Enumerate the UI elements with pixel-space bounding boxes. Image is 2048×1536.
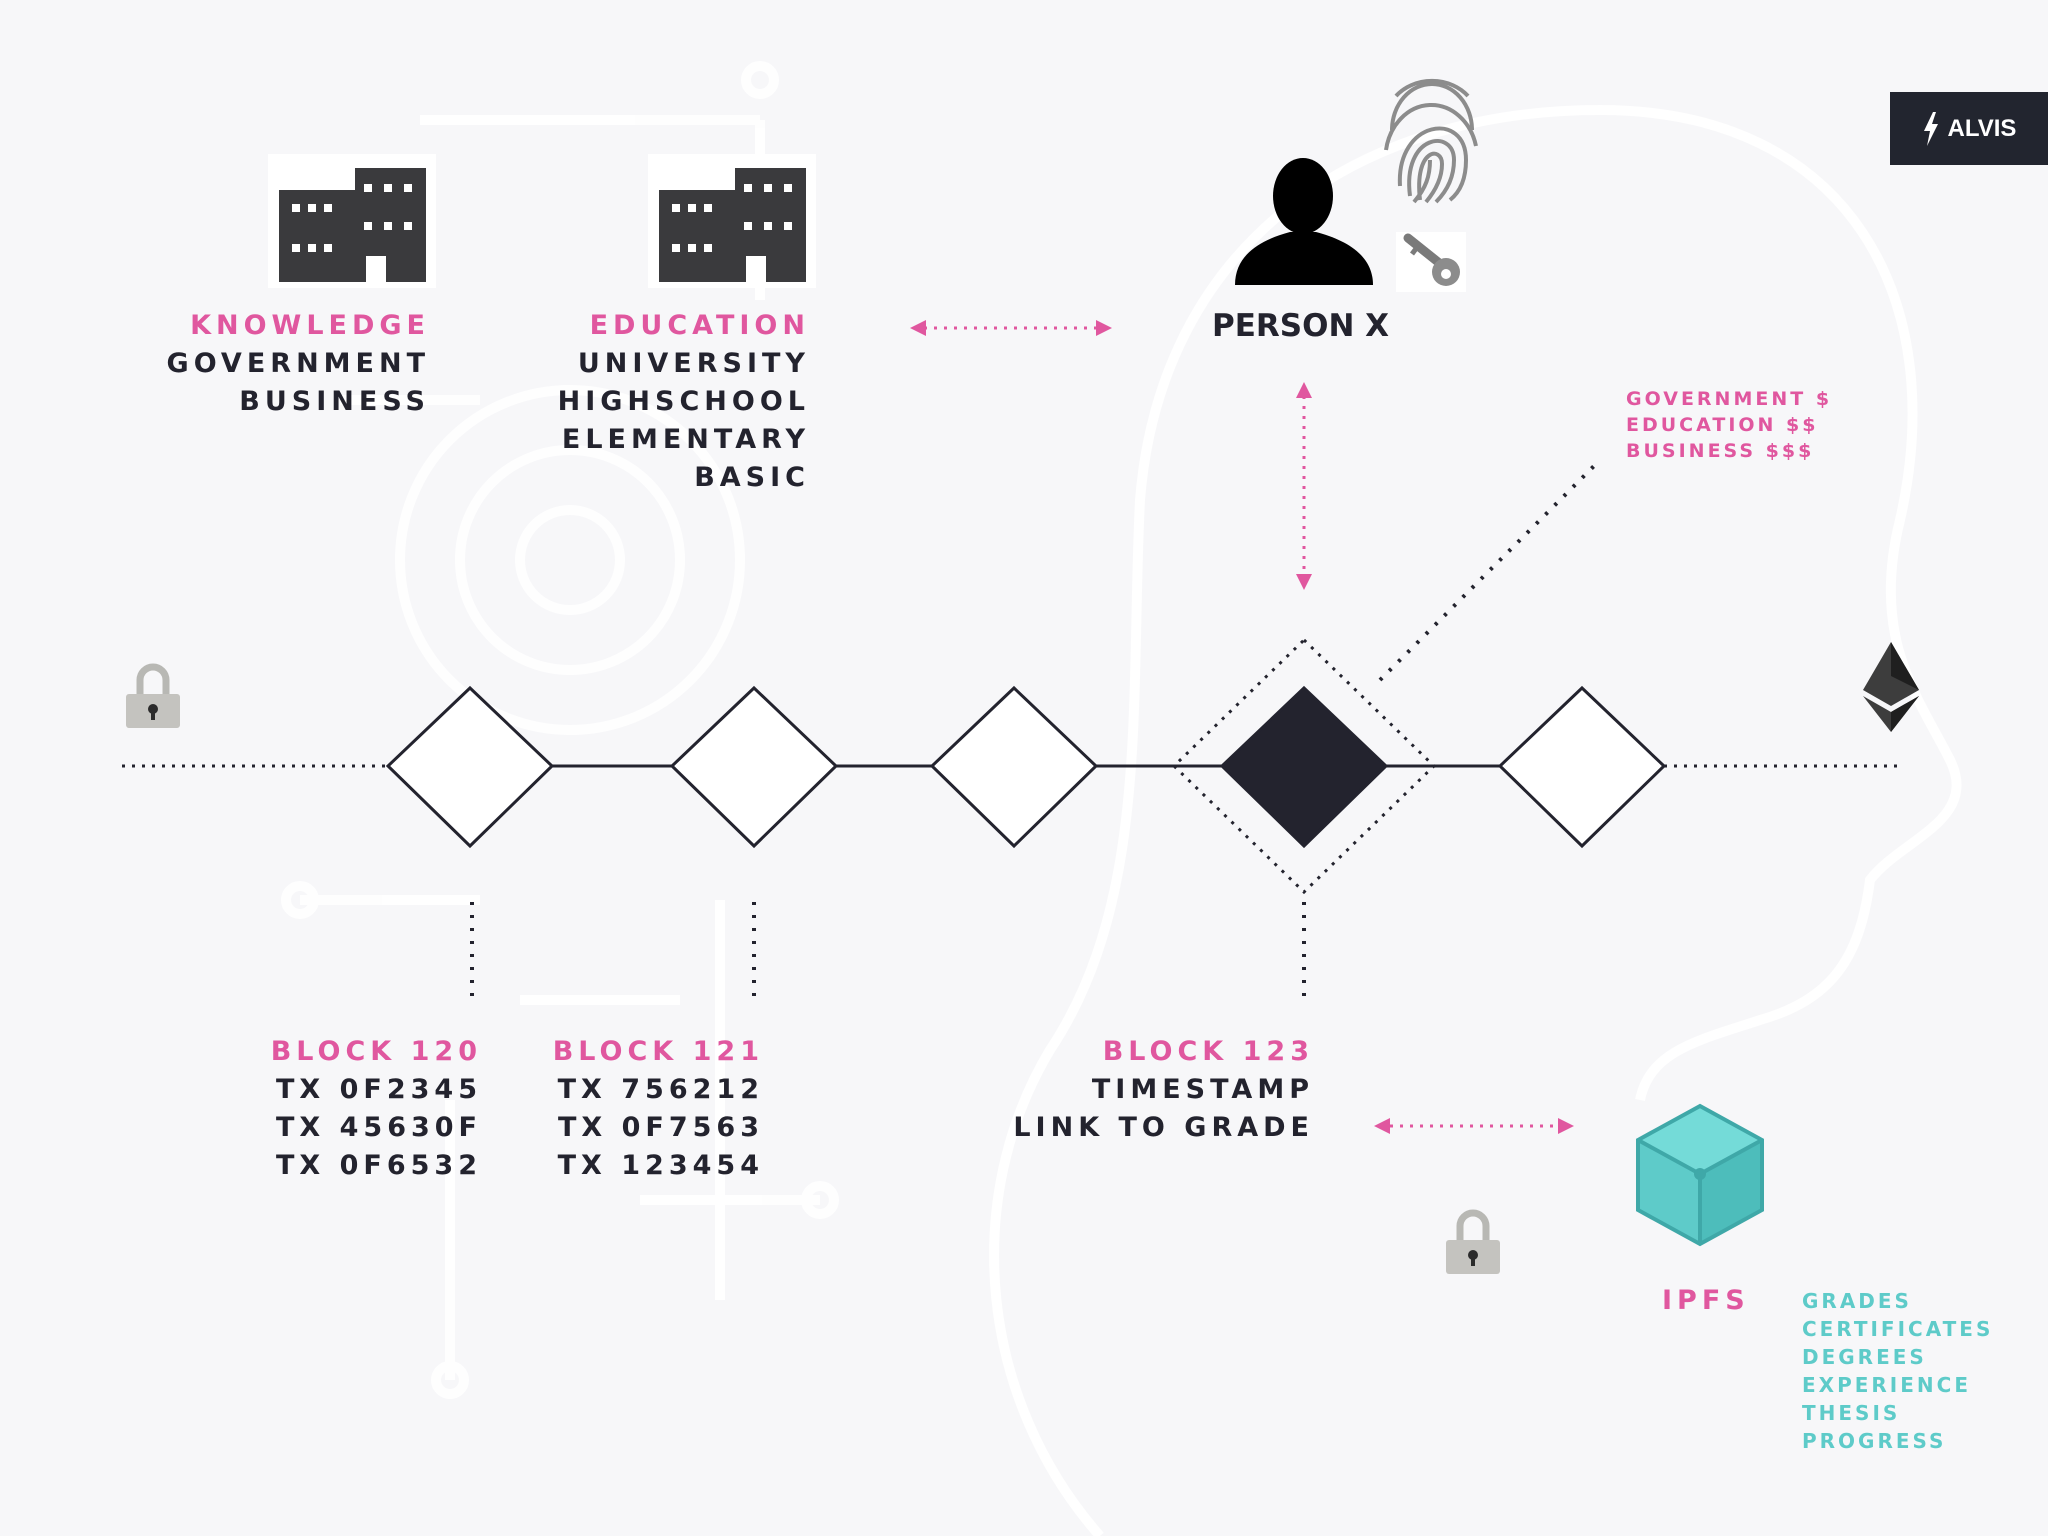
block-node [1497,685,1667,849]
fingerprint-icon [1384,78,1478,204]
block-tx: TX 0F2345 [275,1074,482,1105]
ipfs-item: CERTIFICATES [1802,1317,1994,1341]
pink-arrow-lines [924,326,1556,1128]
ipfs-item: PROGRESS [1802,1429,1947,1453]
ipfs-item: DEGREES [1802,1345,1927,1369]
key-icon [1396,232,1466,292]
knowledge-group: KNOWLEDGE GOVERNMENT BUSINESS [150,307,430,421]
ipfs-cube-icon [1636,1103,1764,1247]
funding-list: GOVERNMENT $ EDUCATION $$ BUSINESS $$$ [1626,386,1832,464]
block-title: BLOCK 121 [552,1036,764,1067]
pink-arrow-heads [910,320,1574,1134]
funding-item: EDUCATION $$ [1626,414,1819,436]
person-icon [1235,158,1373,285]
person-label: PERSON X [1212,308,1390,344]
knowledge-item: GOVERNMENT [166,348,430,379]
education-title: EDUCATION [589,310,810,341]
padlock-icon-left [126,663,180,728]
block-info-123: BLOCK 123 TIMESTAMP LINK TO GRADE [1000,1033,1314,1147]
block-tx: TX 45630F [275,1112,482,1143]
block-info-121: BLOCK 121 TX 756212 TX 0F7563 TX 123454 [540,1033,764,1185]
ipfs-item: GRADES [1802,1289,1912,1313]
ipfs-list: GRADES CERTIFICATES DEGREES EXPERIENCE T… [1802,1287,1993,1455]
building-icon-education [648,154,816,288]
ipfs-label: IPFS [1662,1285,1750,1316]
ethereum-icon [1863,642,1919,732]
block-tx: TX 0F7563 [557,1112,764,1143]
education-item: BASIC [694,462,810,493]
education-group: EDUCATION UNIVERSITY HIGHSCHOOL ELEMENTA… [540,307,810,497]
ipfs-item: EXPERIENCE [1802,1373,1971,1397]
block-info-120: BLOCK 120 TX 0F2345 TX 45630F TX 0F6532 [260,1033,482,1185]
education-item: ELEMENTARY [561,424,810,455]
block-title: BLOCK 120 [270,1036,482,1067]
block-detail: LINK TO GRADE [1013,1112,1314,1143]
funding-item: GOVERNMENT $ [1626,388,1833,410]
education-item: HIGHSCHOOL [557,386,810,417]
building-icon-knowledge [268,154,436,288]
education-item: UNIVERSITY [577,348,810,379]
block-tx: TX 0F6532 [275,1150,482,1181]
block-node [929,685,1099,849]
padlock-icon-right [1446,1209,1500,1274]
brand-label: ALVIS [1947,114,2017,142]
block-title: BLOCK 123 [1102,1036,1314,1067]
bolt-icon [1923,111,1938,146]
block-node [385,685,555,849]
block-detail: TIMESTAMP [1091,1074,1314,1105]
funding-item: BUSINESS $$$ [1626,440,1815,462]
ipfs-item: THESIS [1802,1401,1901,1425]
block-tx: TX 756212 [557,1074,764,1105]
knowledge-item: BUSINESS [239,386,430,417]
block-tx: TX 123454 [557,1150,764,1181]
block-node-active [1219,685,1389,849]
block-node-active-outline [1171,637,1437,895]
brand-badge[interactable]: ALVIS [1890,92,2048,165]
block-node [669,685,839,849]
knowledge-title: KNOWLEDGE [190,310,430,341]
